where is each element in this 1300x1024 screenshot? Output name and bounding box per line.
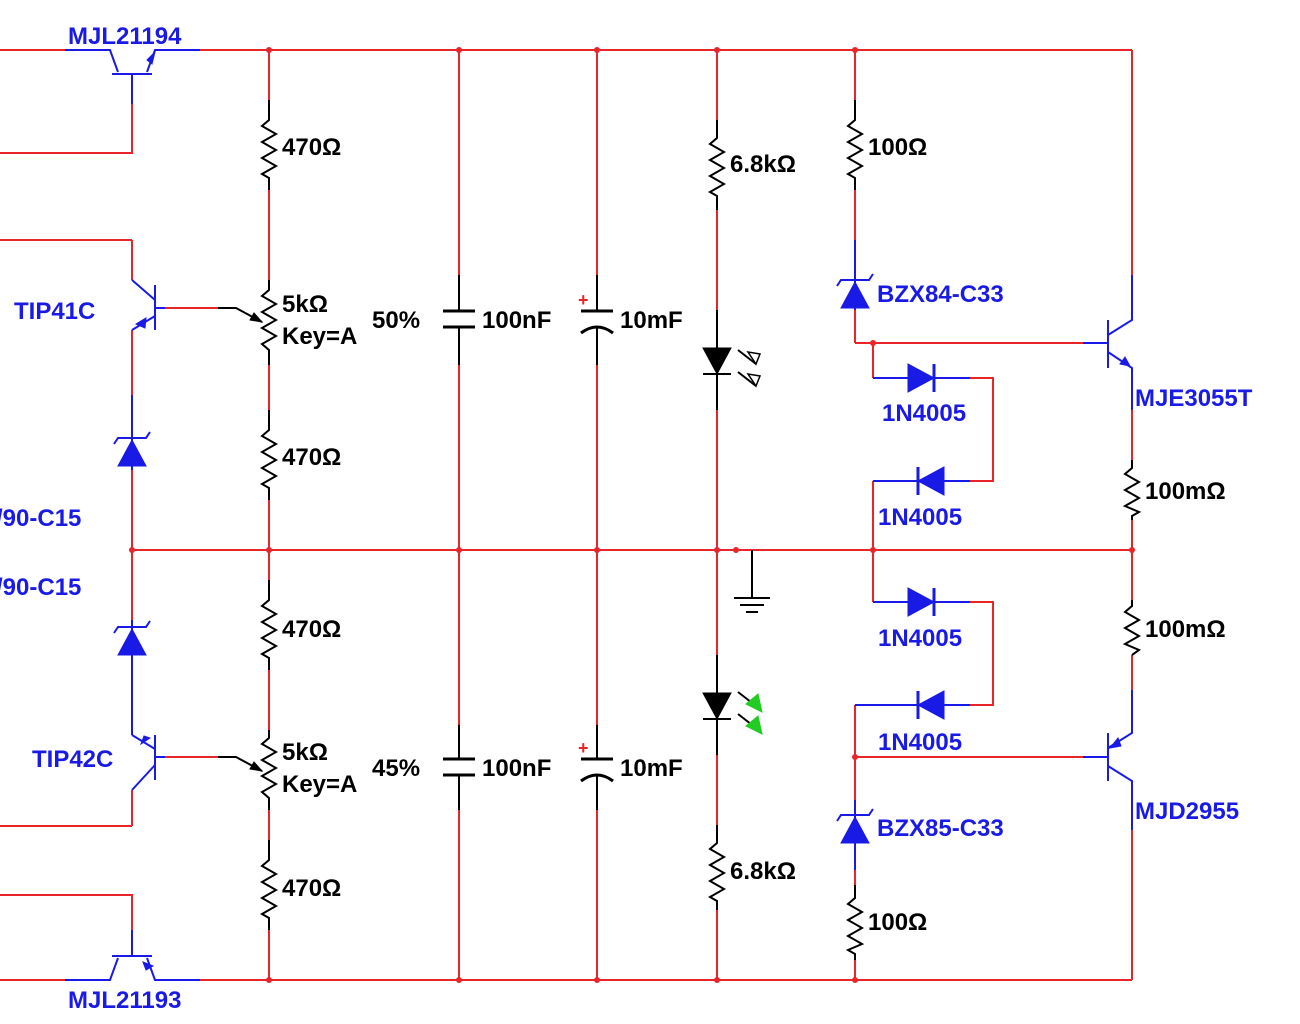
label-r470-top-hi: 470Ω	[282, 134, 341, 161]
zener-bzx84	[836, 240, 874, 310]
label-zener-left-bottom: /90-C15	[0, 574, 81, 601]
resistor-100-top	[845, 100, 865, 190]
cap-top-plus-mark: +	[578, 290, 589, 310]
label-pot-bot-pct: 45%	[372, 755, 420, 782]
resistor-100m-top	[1122, 460, 1142, 520]
label-mje3055t: MJE3055T	[1135, 385, 1253, 412]
label-tip42c: TIP42C	[32, 746, 113, 773]
cap-100nf-top	[443, 275, 475, 365]
cap-100nf-bot	[443, 725, 475, 810]
label-r470-top-lo: 470Ω	[282, 444, 341, 471]
resistor-470-bot-lo	[259, 840, 279, 930]
label-pot-bot-key: Key=A	[282, 771, 357, 798]
led-bottom	[702, 655, 763, 755]
label-mjd2955: MJD2955	[1135, 798, 1239, 825]
transistor-tip42c	[131, 690, 165, 791]
ground-symbol	[734, 550, 770, 613]
label-r6k8-top: 6.8kΩ	[730, 151, 796, 178]
resistor-470-top-hi	[259, 100, 279, 190]
label-pot-top-pct: 50%	[372, 307, 420, 334]
label-mjl21193: MJL21193	[68, 987, 181, 1014]
diode-d4	[855, 690, 970, 720]
transistor-mjd2955	[1083, 690, 1133, 830]
transistor-mjl21193	[65, 930, 200, 981]
label-r100-bot: 100Ω	[868, 909, 927, 936]
zener-left-top	[113, 395, 151, 470]
resistor-6k8-bot	[707, 825, 727, 910]
diode-d3	[873, 587, 970, 617]
label-r6k8-bot: 6.8kΩ	[730, 858, 796, 885]
label-bzx84: BZX84-C33	[877, 281, 1004, 308]
resistor-470-bot-hi	[259, 580, 279, 670]
zener-bzx85	[836, 800, 874, 870]
label-zener-left-top: /90-C15	[0, 505, 81, 532]
junctions	[129, 47, 1135, 983]
label-d1: 1N4005	[882, 400, 966, 427]
label-rsense-bot: 100mΩ	[1145, 616, 1226, 643]
transistor-tip41c	[131, 279, 165, 331]
label-rsense-top: 100mΩ	[1145, 478, 1226, 505]
label-pot-top-key: Key=A	[282, 323, 357, 350]
label-bzx85: BZX85-C33	[877, 815, 1004, 842]
label-pot-bot-value: 5kΩ	[282, 739, 328, 766]
potentiometer-top	[218, 280, 279, 365]
label-d4: 1N4005	[878, 729, 962, 756]
label-cap-10mf-top: 10mF	[620, 307, 683, 334]
label-r470-bot-hi: 470Ω	[282, 616, 341, 643]
label-tip41c: TIP41C	[14, 298, 95, 325]
label-mjl21194: MJL21194	[68, 23, 182, 50]
label-r100-top: 100Ω	[868, 134, 927, 161]
cap-10mf-bot	[580, 725, 614, 810]
capacitors	[443, 275, 614, 810]
diode-d2	[873, 466, 970, 496]
label-cap-100nf-top: 100nF	[482, 307, 551, 334]
led-top	[702, 310, 762, 410]
diode-d1	[873, 363, 970, 393]
transistor-mje3055t	[1083, 275, 1133, 410]
cap-bot-plus-mark: +	[578, 738, 589, 758]
label-cap-10mf-bot: 10mF	[620, 755, 683, 782]
resistor-470-top-lo	[259, 410, 279, 500]
label-pot-top-value: 5kΩ	[282, 291, 328, 318]
transistor-mjl21194	[65, 49, 200, 104]
zener-left-bottom	[113, 620, 151, 690]
resistors	[259, 100, 1142, 960]
label-d3: 1N4005	[878, 625, 962, 652]
label-d2: 1N4005	[878, 504, 962, 531]
label-r470-bot-lo: 470Ω	[282, 875, 341, 902]
cap-10mf-top	[580, 275, 614, 365]
resistor-6k8-top	[707, 120, 727, 210]
resistor-100m-bot	[1122, 600, 1142, 656]
potentiometer-bottom	[218, 730, 279, 810]
labels: MJL21194 MJL21193 TIP41C TIP42C /90-C15 …	[0, 23, 1253, 1014]
label-cap-100nf-bot: 100nF	[482, 755, 551, 782]
wires	[0, 49, 1133, 981]
resistor-100-bot	[845, 885, 865, 960]
